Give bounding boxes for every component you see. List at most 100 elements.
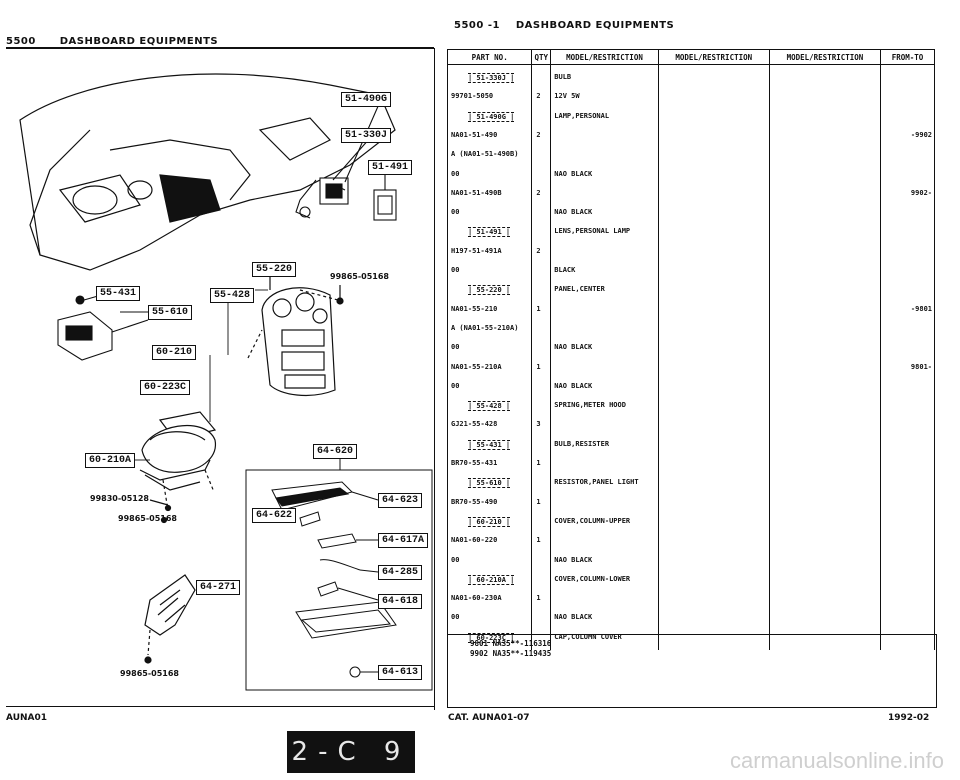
serial-footnote-box: 9801 NA35**-116316 9902 NA35**-119435 [447, 634, 937, 708]
part-number: 00 [451, 343, 460, 352]
column-cover-drawing [139, 411, 217, 524]
left-page-heading: 5500 DASHBOARD EQUIPMENTS [6, 36, 218, 47]
quantity: 2 [536, 92, 541, 101]
callout-55-610: 55-610 [148, 305, 193, 320]
part-number: H197-51-491A [451, 246, 502, 255]
callout-55-220: 55-220 [252, 262, 297, 277]
part-group-ref: | 51-490G | [468, 111, 515, 122]
part-number: BR70-55-431 [451, 459, 498, 467]
footnote-9801: 9801 NA35**-116316 [470, 639, 552, 648]
callout-64-620: 64-620 [313, 444, 358, 459]
footnote-9902: 9902 NA35**-119435 [470, 649, 552, 658]
description: NAO BLACK [554, 613, 593, 622]
ref-99830-05128: 99830-05128 [90, 494, 149, 503]
description: SPRING,METER HOOD [554, 401, 626, 410]
issue-date: 1992-02 [888, 713, 930, 723]
ref-99865-05168-lower: 99865-05168 [120, 669, 179, 678]
quantity: 3 [536, 420, 541, 429]
quantity: 2 [536, 130, 541, 139]
part-group-ref: | 55-610 | [468, 478, 511, 489]
exploded-parts-diagram [19, 73, 433, 691]
part-group-ref: | 51-330J | [468, 73, 515, 83]
callout-64-285: 64-285 [378, 565, 423, 580]
ref-99865-05168-upper: 99865-05168 [330, 272, 389, 281]
description: COVER,COLUMN-LOWER [554, 574, 631, 583]
part-number: 99701-5050 [451, 92, 494, 101]
callout-60-210: 60-210 [152, 345, 197, 360]
col-model-2: MODEL/RESTRICTION [657, 49, 770, 65]
col-model-1: MODEL/RESTRICTION [550, 49, 659, 65]
description: NAO BLACK [554, 381, 593, 390]
left-heading-title: DASHBOARD EQUIPMENTS [59, 36, 219, 47]
callout-64-622: 64-622 [252, 508, 297, 523]
col-model-3: MODEL/RESTRICTION [768, 49, 882, 65]
part-number: GJ21-55-428 [451, 420, 498, 429]
quantity: 1 [536, 497, 541, 506]
left-heading-code: 5500 [6, 36, 36, 47]
center-panel-drawing [247, 275, 344, 396]
right-heading-code: 5500 -1 [454, 20, 500, 31]
part-group-ref: | 51-491 | [468, 227, 511, 238]
catalog-code: CAT. AUNA01-07 [448, 713, 530, 723]
part-number: NA01-55-210A [451, 362, 502, 371]
callout-51-490g: 51-490G [341, 92, 392, 107]
part-number: NA01-51-490 [451, 130, 498, 139]
description: NAO BLACK [554, 555, 593, 564]
callout-60-223c: 60-223C [140, 380, 191, 395]
description: RESISTOR,PANEL LIGHT [554, 478, 639, 487]
callout-64-618: 64-618 [378, 594, 423, 609]
parts-table: PART NO. QTY MODEL/RESTRICTION MODEL/RES… [446, 49, 935, 650]
description: 12V 5W [554, 92, 580, 101]
callout-60-210a: 60-210A [85, 453, 136, 468]
callout-64-617a: 64-617A [378, 533, 429, 548]
callout-64-613: 64-613 [378, 665, 423, 680]
part-group-ref: | 60-223C | [468, 632, 515, 643]
col-part-no: PART NO. [446, 49, 533, 65]
ref-99865-05168-middle: 99865-05168 [118, 514, 177, 523]
from-to: -9801 [910, 304, 932, 313]
quantity: 2 [536, 246, 541, 255]
part-number: NA01-60-220 [451, 536, 498, 545]
right-heading-title: DASHBOARD EQUIPMENTS [515, 20, 675, 31]
quantity: 1 [536, 304, 541, 313]
dashboard-outline [19, 73, 396, 271]
left-heading-rule [6, 47, 434, 49]
left-frame-right-edge [434, 48, 435, 710]
part-number: 00 [451, 208, 460, 217]
part-number: 00 [451, 555, 460, 564]
part-group-ref: | 55-220 | [468, 285, 511, 296]
from-to: 9902- [910, 188, 932, 197]
bracket-drawing [144, 574, 196, 664]
watermark: carmanualsonline.info [729, 748, 944, 773]
col-qty: QTY [531, 49, 552, 65]
description: COVER,COLUMN-UPPER [554, 516, 631, 525]
part-group-ref: | 55-431 | [468, 439, 511, 450]
model-2-column [659, 65, 769, 650]
personal-lamp-parts [295, 103, 397, 221]
part-number: NA01-60-230A [451, 594, 502, 603]
quantity: 1 [536, 362, 541, 371]
resistor-bulb-drawing [57, 295, 149, 361]
part-number: A (NA01-51-490B) [451, 150, 519, 159]
quantity: 1 [536, 536, 541, 545]
model-3-column [770, 65, 880, 650]
callout-55-431: 55-431 [96, 286, 141, 301]
col-from-to: FROM-TO [880, 49, 935, 65]
page-marker: 2-C 9 [287, 731, 415, 773]
part-number: A (NA01-55-210A) [451, 323, 519, 332]
leader-lines [120, 289, 268, 461]
callout-51-491: 51-491 [368, 160, 413, 175]
part-group-ref: | 60-210A | [468, 574, 515, 585]
description: CAP,COLUMN COVER [554, 632, 622, 641]
description: LAMP,PERSONAL [554, 111, 610, 120]
description: NAO BLACK [554, 208, 593, 217]
console-box-frame [245, 458, 433, 691]
part-group-ref: | 60-210 | [468, 516, 511, 527]
from-to: -9902 [910, 130, 932, 139]
quantity: 2 [536, 188, 541, 197]
callout-51-330j: 51-330J [341, 128, 392, 143]
description: NAO BLACK [554, 343, 593, 352]
